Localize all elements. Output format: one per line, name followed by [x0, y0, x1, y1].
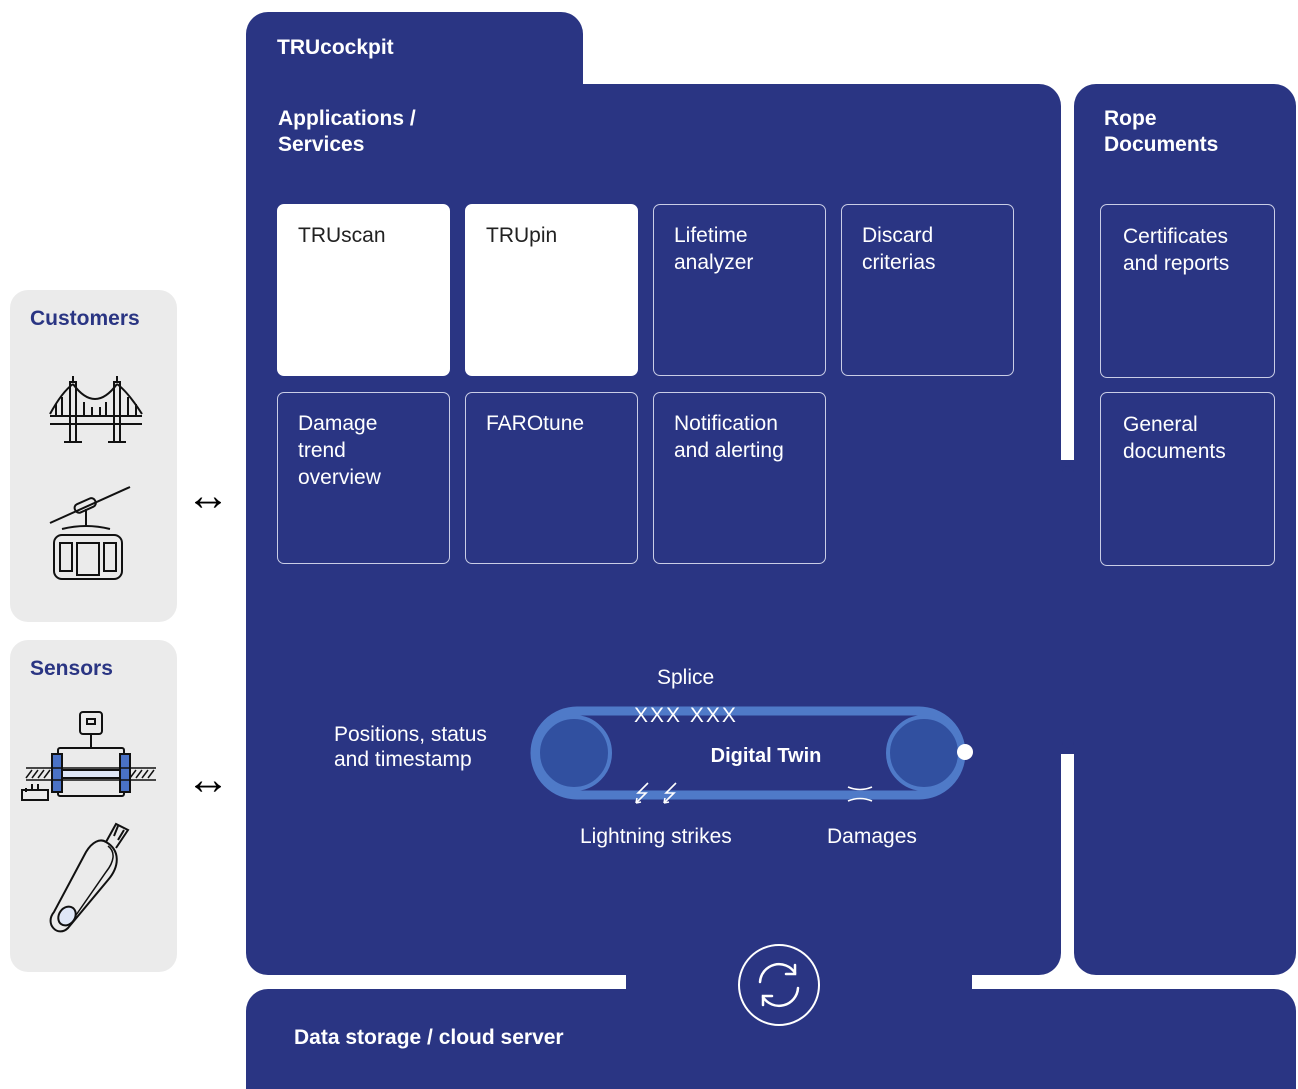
- tile-label-line2: trend: [298, 439, 346, 462]
- tile-label-line2: criterias: [862, 251, 936, 274]
- tile-label-line1: Notification: [674, 412, 778, 435]
- tile-farotune[interactable]: FAROtune: [465, 392, 638, 564]
- tile-label-line2: and reports: [1123, 252, 1230, 275]
- tile-label-line2: documents: [1123, 440, 1226, 463]
- position-marker: [957, 744, 973, 760]
- tile-label-line2: and alerting: [674, 439, 784, 462]
- applications-panel: Applications / Services TRUscan TRUpin L…: [246, 84, 1061, 975]
- damage-icon: [847, 786, 873, 802]
- tile-truscan[interactable]: TRUscan: [277, 204, 450, 376]
- cable-car-icon: [49, 486, 131, 580]
- applications-title-line1: Applications /: [278, 107, 416, 130]
- tile-label: TRUpin: [486, 224, 558, 247]
- rope-documents-title: Rope Documents: [1104, 106, 1218, 158]
- tile-label: TRUscan: [298, 224, 386, 247]
- sensors-title: Sensors: [30, 657, 113, 680]
- tile-label-line3: overview: [298, 466, 381, 489]
- damages-label: Damages: [827, 825, 917, 848]
- sensors-panel: Sensors: [10, 640, 177, 972]
- splice-label: Splice: [657, 666, 715, 689]
- tile-label-line1: Certificates: [1123, 225, 1229, 248]
- customers-panel: Customers: [10, 290, 177, 622]
- left-pulley: [536, 715, 612, 791]
- rope-sensor-icon: [21, 711, 156, 801]
- tile-certificates-reports[interactable]: Certificates and reports: [1100, 204, 1275, 378]
- connector-seam: [1062, 466, 1074, 748]
- rope-title-line2: Documents: [1104, 133, 1219, 156]
- splice-marks: XXX XXX: [634, 704, 738, 727]
- data-storage-label: Data storage / cloud server: [294, 1026, 564, 1049]
- tile-damage-trend-overview[interactable]: Damage trend overview: [277, 392, 450, 564]
- positions-line2: and timestamp: [334, 748, 472, 771]
- tile-label-line1: Lifetime: [674, 224, 748, 247]
- tile-discard-criterias[interactable]: Discard criterias: [841, 204, 1014, 376]
- tile-label: FAROtune: [486, 412, 585, 435]
- positions-label: Positions, status and timestamp: [334, 722, 487, 772]
- trucockpit-label: TRUcockpit: [277, 36, 394, 59]
- tile-label-line1: Discard: [862, 224, 934, 247]
- tile-label-line1: General: [1123, 413, 1198, 436]
- digital-twin-label: Digital Twin: [711, 745, 822, 767]
- applications-title: Applications / Services: [278, 106, 416, 158]
- tile-label-line2: analyzer: [674, 251, 754, 274]
- applications-title-line2: Services: [278, 133, 365, 156]
- tile-lifetime-analyzer[interactable]: Lifetime analyzer: [653, 204, 826, 376]
- sensors-arrow: ↔: [186, 755, 230, 804]
- sync-icon[interactable]: [737, 943, 821, 1027]
- customers-arrow: ↔: [186, 471, 230, 520]
- tile-trupin[interactable]: TRUpin: [465, 204, 638, 376]
- handheld-sensor-icon: [49, 822, 130, 933]
- tile-general-documents[interactable]: General documents: [1100, 392, 1275, 566]
- lightning-label: Lightning strikes: [580, 825, 732, 848]
- positions-line1: Positions, status: [334, 723, 487, 746]
- bridge-icon: [49, 376, 143, 443]
- customers-title: Customers: [30, 307, 140, 330]
- lightning-icon: [635, 782, 677, 804]
- digital-twin-diagram: XXX XXX Digital Twin: [530, 704, 973, 804]
- rope-title-line1: Rope: [1104, 107, 1157, 130]
- rope-documents-panel: Rope Documents Certificates and reports …: [1074, 84, 1296, 975]
- right-pulley: [886, 715, 962, 791]
- tile-notification-alerting[interactable]: Notification and alerting: [653, 392, 826, 564]
- tile-label-line1: Damage: [298, 412, 378, 435]
